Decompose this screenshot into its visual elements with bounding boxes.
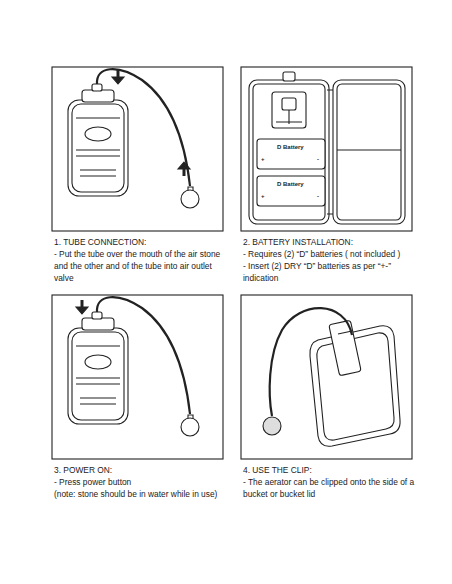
- step-text: - The aerator can be clipped onto the si…: [243, 476, 415, 500]
- step-text: - Put the tube over the mouth of the air…: [54, 248, 226, 284]
- step-heading: 2. BATTERY INSTALLATION:: [243, 236, 415, 248]
- polarity-mark: +: [261, 155, 265, 163]
- step-heading: 1. TUBE CONNECTION:: [54, 236, 226, 248]
- step-heading: 4. USE THE CLIP:: [243, 464, 415, 476]
- step-text: - Press power button: [54, 476, 226, 488]
- battery-label: D Battery: [277, 180, 304, 188]
- step-text: - Insert (2) DRY “D” batteries as per “+…: [243, 260, 415, 284]
- step-heading: 3. POWER ON:: [54, 464, 226, 476]
- battery-label: D Battery: [277, 143, 304, 151]
- step-note: (note: stone should be in water while in…: [54, 488, 226, 500]
- step-text: - Requires (2) “D” batteries ( not inclu…: [243, 248, 415, 260]
- polarity-mark: -: [317, 192, 319, 200]
- polarity-mark: -: [317, 155, 319, 163]
- polarity-mark: +: [261, 192, 265, 200]
